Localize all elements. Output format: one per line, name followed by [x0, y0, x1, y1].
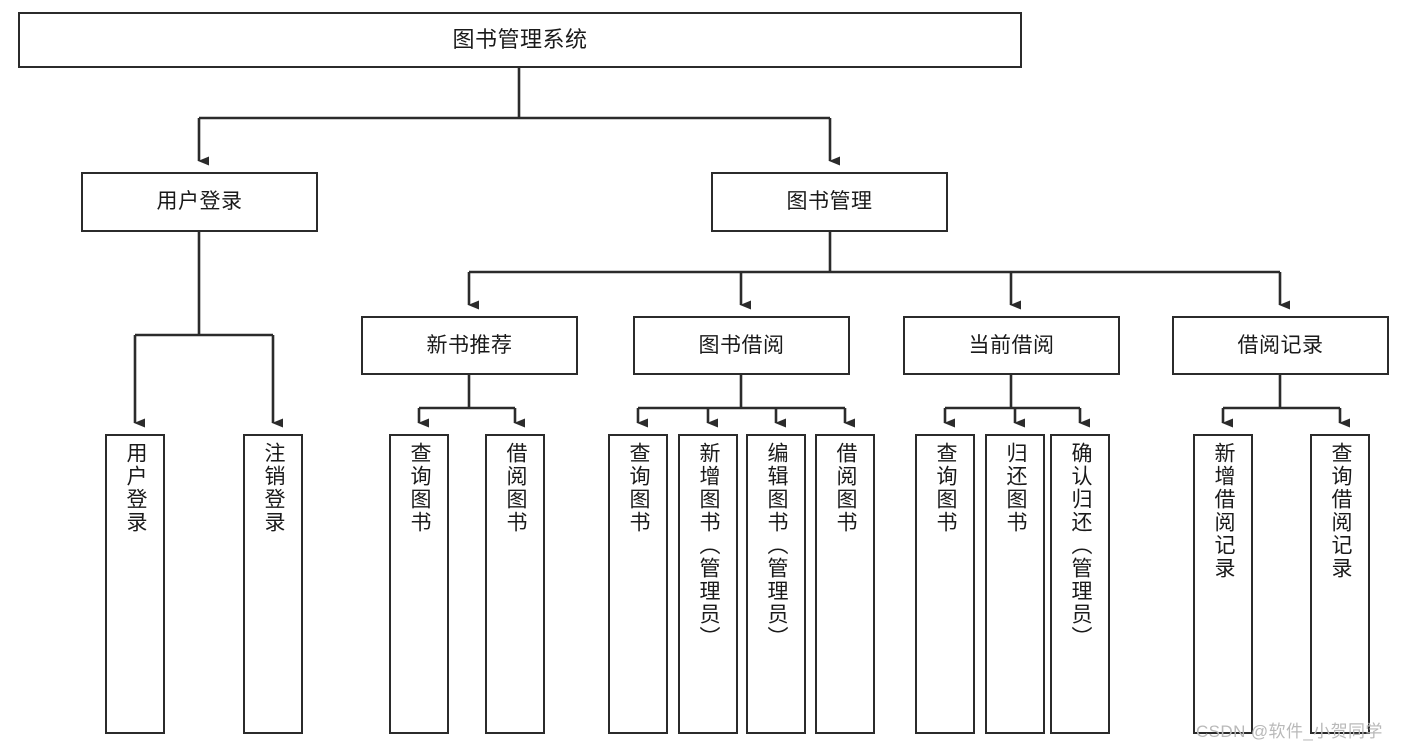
- node-borrow-record-label: 借阅记录: [1237, 333, 1324, 357]
- node-book-manage[interactable]: 图书管理: [711, 172, 948, 232]
- node-leaf-user-login[interactable]: 用户登录: [105, 434, 165, 734]
- node-user-login-label: 用户登录: [156, 190, 243, 214]
- node-leaf-add-record-label: 新增借阅记录: [1212, 442, 1236, 580]
- node-root-label: 图书管理系统: [452, 26, 588, 52]
- node-leaf-borrow-book-1[interactable]: 借阅图书: [485, 434, 545, 734]
- node-book-borrow[interactable]: 图书借阅: [633, 316, 850, 375]
- csdn-watermark: CSDN @软件_小贺同学: [1196, 722, 1383, 741]
- node-leaf-query-book-1-label: 查询图书: [408, 442, 432, 534]
- node-leaf-query-book-1[interactable]: 查询图书: [389, 434, 449, 734]
- node-current-borrow[interactable]: 当前借阅: [903, 316, 1120, 375]
- node-leaf-borrow-book-2-label: 借阅图书: [834, 442, 858, 534]
- node-leaf-query-book-3[interactable]: 查询图书: [915, 434, 975, 734]
- node-leaf-user-login-label: 用户登录: [124, 442, 148, 534]
- node-leaf-confirm-return[interactable]: 确认归还（管理员）: [1050, 434, 1110, 734]
- node-leaf-return-book[interactable]: 归还图书: [985, 434, 1045, 734]
- node-leaf-add-book-label: 新增图书（管理员）: [697, 442, 721, 649]
- node-leaf-query-book-3-label: 查询图书: [934, 442, 958, 534]
- node-leaf-confirm-return-label: 确认归还（管理员）: [1069, 442, 1093, 649]
- node-leaf-return-book-label: 归还图书: [1004, 442, 1028, 534]
- node-new-book-rec[interactable]: 新书推荐: [361, 316, 578, 375]
- node-current-borrow-label: 当前借阅: [968, 333, 1055, 357]
- node-borrow-record[interactable]: 借阅记录: [1172, 316, 1389, 375]
- node-leaf-query-book-2-label: 查询图书: [627, 442, 651, 534]
- node-leaf-logout[interactable]: 注销登录: [243, 434, 303, 734]
- node-leaf-query-record[interactable]: 查询借阅记录: [1310, 434, 1370, 734]
- node-user-login[interactable]: 用户登录: [81, 172, 318, 232]
- node-leaf-borrow-book-2[interactable]: 借阅图书: [815, 434, 875, 734]
- node-leaf-add-record[interactable]: 新增借阅记录: [1193, 434, 1253, 734]
- node-leaf-add-book[interactable]: 新增图书（管理员）: [678, 434, 738, 734]
- node-book-manage-label: 图书管理: [786, 190, 873, 214]
- node-book-borrow-label: 图书借阅: [698, 333, 785, 357]
- node-leaf-edit-book[interactable]: 编辑图书（管理员）: [746, 434, 806, 734]
- node-leaf-borrow-book-1-label: 借阅图书: [504, 442, 528, 534]
- node-root[interactable]: 图书管理系统: [18, 12, 1022, 68]
- node-leaf-logout-label: 注销登录: [262, 442, 286, 534]
- node-new-book-rec-label: 新书推荐: [426, 333, 513, 357]
- node-leaf-query-book-2[interactable]: 查询图书: [608, 434, 668, 734]
- node-leaf-query-record-label: 查询借阅记录: [1329, 442, 1353, 580]
- node-leaf-edit-book-label: 编辑图书（管理员）: [765, 442, 789, 649]
